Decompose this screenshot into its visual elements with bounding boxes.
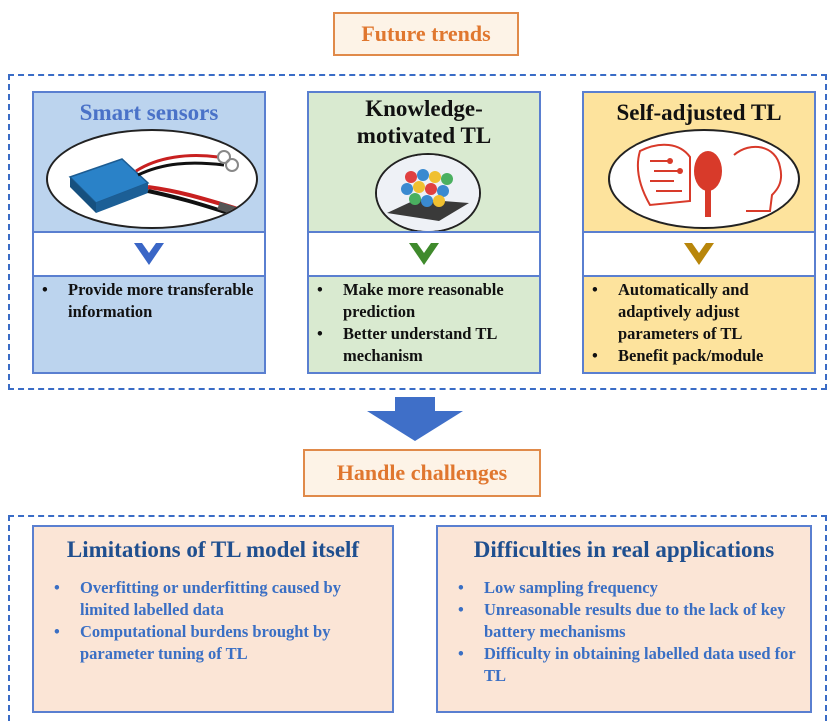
bullet-item: Automatically and adaptively adjust para… [592,279,808,345]
chevron-band [34,231,264,277]
bullet-item: Provide more transferable information [42,279,258,323]
smart-sensor-image [46,129,258,229]
future-trends-title-box: Future trends [333,12,519,56]
panel-self-adjusted-tl: Self-adjusted TL Automatically and adapt… [582,91,816,374]
bullet-list: Make more reasonable prediction Better u… [309,275,539,367]
future-trends-region [8,74,827,390]
bullet-item: Better understand TL mechanism [317,323,533,367]
panel-title: Smart sensors [79,100,219,125]
chevron-band [309,231,539,277]
panel-smart-sensors: Smart sensors Provide more transferable … [32,91,266,374]
bullet-item: Make more reasonable prediction [317,279,533,323]
panel-limitations-of-tl: Limitations of TL model itself Overfitti… [32,525,394,713]
panel-title: Limitations of TL model itself [66,537,360,562]
future-trends-title: Future trends [361,21,491,46]
panel-title: Self-adjusted TL [616,100,782,125]
bullet-item: Computational burdens brought by paramet… [54,621,384,665]
bullet-item: Unreasonable results due to the lack of … [458,599,802,643]
panel-knowledge-motivated-tl: Knowledge-motivated TL Make [307,91,541,374]
handle-challenges-title: Handle challenges [336,460,508,485]
chevron-down-icon [684,243,714,265]
bullet-item: Difficulty in obtaining labelled data us… [458,643,802,687]
self-adjusted-image [608,129,800,229]
chevron-down-icon [409,243,439,265]
panel-title: Difficulties in real applications [473,537,775,562]
chevron-band [584,231,814,277]
panel-difficulties-in-real-applications: Difficulties in real applications Low sa… [436,525,812,713]
handle-challenges-title-box: Handle challenges [303,449,541,497]
bullet-list: Automatically and adaptively adjust para… [584,275,814,367]
bullet-list: Low sampling frequency Unreasonable resu… [438,577,810,687]
chevron-down-icon [134,243,164,265]
down-arrow-icon [367,397,463,441]
bullet-list: Provide more transferable information [34,275,264,323]
panel-title: Knowledge-motivated TL [356,96,492,148]
bullet-item: Overfitting or underfitting caused by li… [54,577,384,621]
challenges-region [8,515,827,721]
bullet-item: Benefit pack/module [592,345,808,367]
knowledge-image [375,153,481,233]
bullet-list: Overfitting or underfitting caused by li… [34,577,392,665]
bullet-item: Low sampling frequency [458,577,802,599]
